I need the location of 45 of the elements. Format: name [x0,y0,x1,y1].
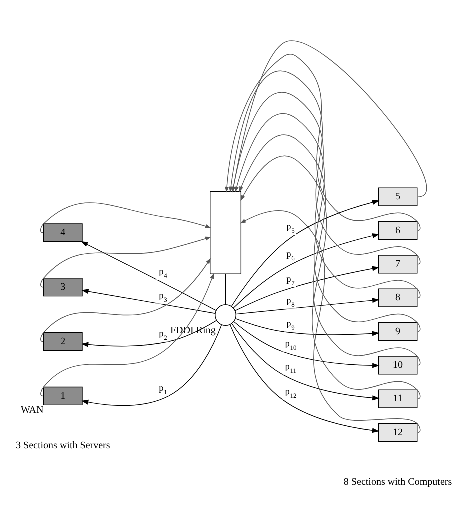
node-box: 1 [43,386,83,406]
edge-label: p$_{4}$ [159,267,168,280]
node-box: 7 [378,254,418,274]
node-box: 3 [43,278,83,296]
arrow [234,266,380,311]
node-circle [215,304,236,326]
node-box: 2 [43,332,83,351]
edge-label: p$_{9}$ [286,318,295,332]
node-box: 11 [378,389,418,408]
arrow [240,210,421,433]
node-box: 10 [378,356,418,374]
edge-label: p$_{8}$ [286,296,295,308]
arrow [234,321,380,368]
arrow [225,54,421,231]
label: 8 Sections with Computers [344,476,452,488]
node-box: 9 [378,322,418,341]
arrow [81,320,218,347]
edge-label: p$_{1}$ [159,383,168,396]
node-label: WAN [20,404,44,416]
edge-label: p$_{7}$ [286,274,295,287]
connector [225,273,226,305]
edge-label: p$_{12}$ [285,386,297,400]
edge-label: p$_{6}$ [286,249,295,262]
label: 3 Sections with Servers [16,440,110,451]
node-box [210,190,242,274]
node-box: 6 [378,220,418,240]
node-box: 8 [378,288,418,307]
arrow [229,70,421,264]
arrow [236,298,380,314]
arrow [80,240,217,311]
node-box: 12 [378,422,418,442]
arrow [231,200,380,306]
edge-label: p$_{3}$ [159,290,168,304]
arrow [81,324,222,406]
edge-label: p$_{2}$ [159,328,168,342]
arrow [230,324,380,433]
arrow [232,92,421,298]
edge-label: p$_{10}$ [285,338,297,352]
arrow [239,134,421,366]
node-box: 4 [43,223,83,242]
edge-label: p$_{5}$ [286,222,295,235]
arrow [232,40,427,197]
edge-label: p$_{11}$ [285,362,296,374]
arrow [40,202,212,233]
node-box: 5 [378,187,418,206]
